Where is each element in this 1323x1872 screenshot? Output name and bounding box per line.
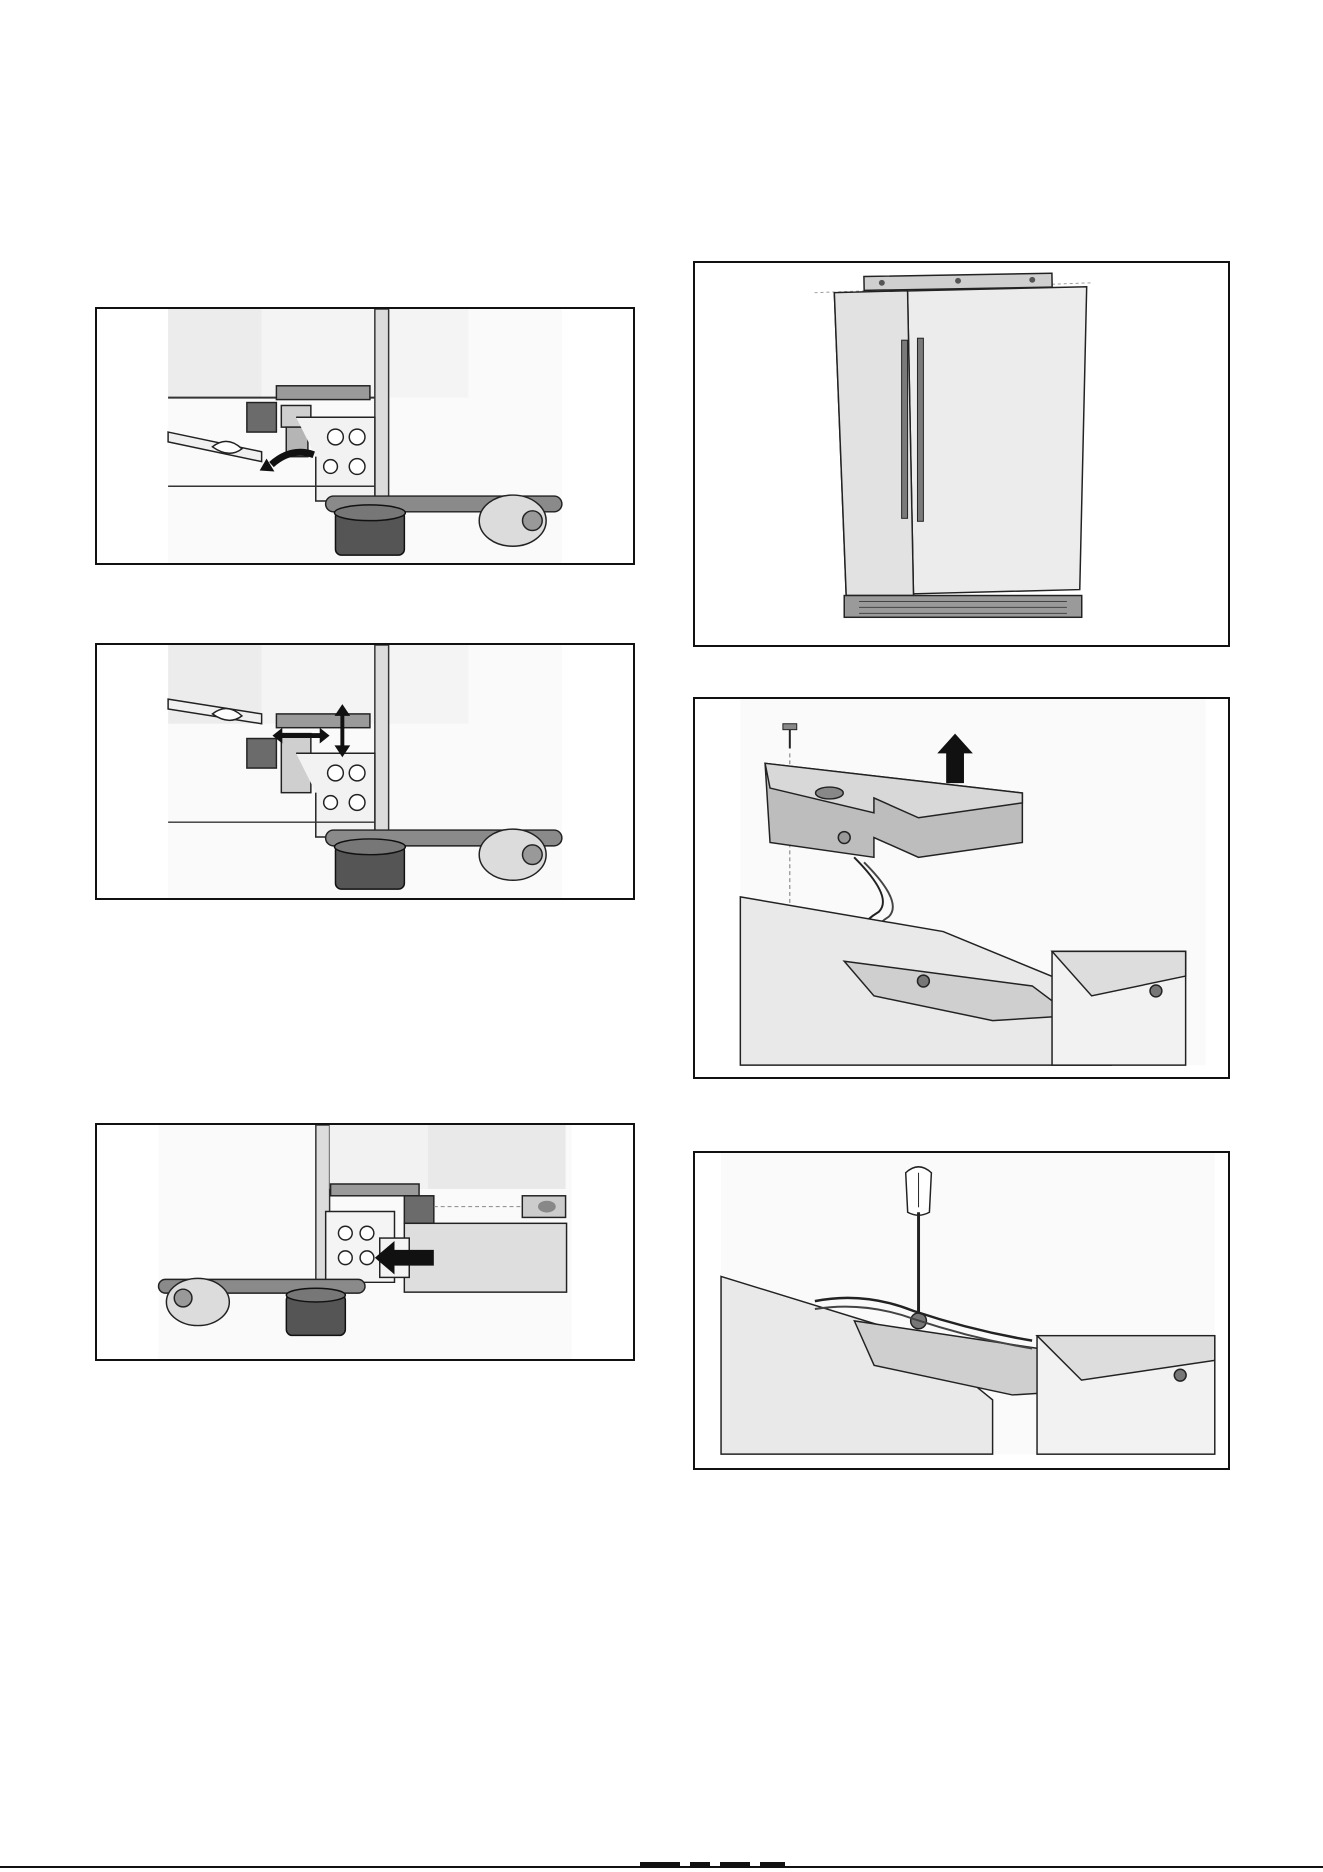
figure-wrench-loosen bbox=[95, 307, 635, 565]
figure-hinge-cover-removal bbox=[693, 697, 1230, 1079]
hinge-cover-illustration bbox=[695, 699, 1228, 1077]
figure-wrench-adjust bbox=[95, 643, 635, 900]
leveling-foot-illustration-1 bbox=[97, 309, 633, 563]
figure-level-refrigerator bbox=[693, 261, 1230, 647]
figure-toe-kick bbox=[95, 1123, 635, 1361]
toe-kick-illustration bbox=[97, 1125, 633, 1359]
refrigerator-level-illustration bbox=[695, 263, 1228, 645]
leveling-foot-illustration-2 bbox=[97, 645, 633, 898]
figure-screwdriver-hinge bbox=[693, 1151, 1230, 1470]
screwdriver-illustration bbox=[695, 1153, 1228, 1468]
footer-marks bbox=[640, 1862, 800, 1868]
